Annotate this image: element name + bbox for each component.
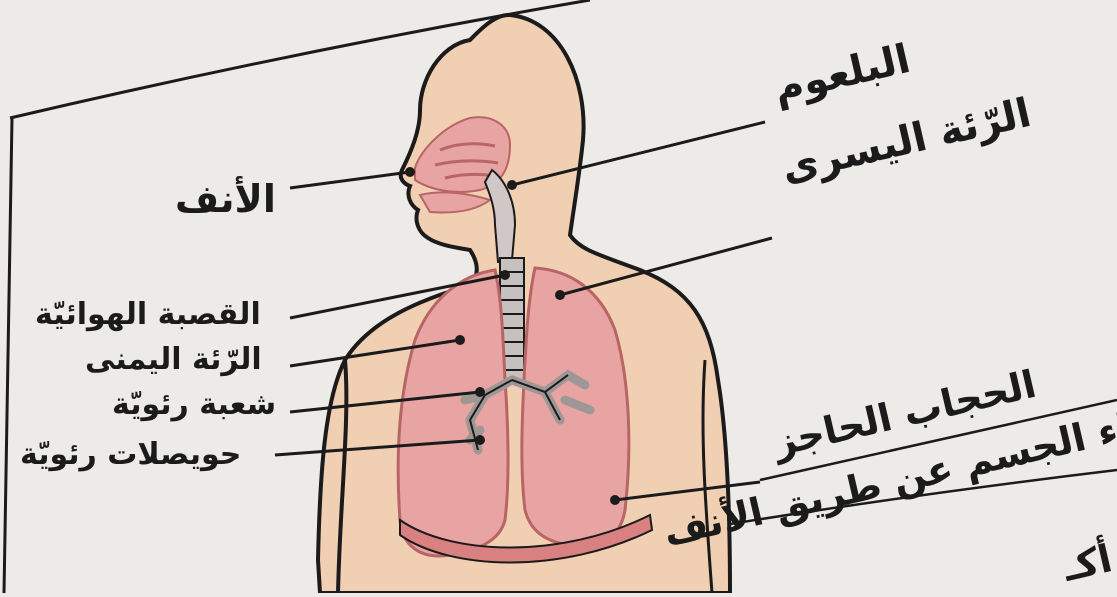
label-bronchus: شعبة رئويّة [112,390,276,420]
leader-nose [290,172,410,188]
label-right-lung: الرّئة اليمنى [85,345,262,375]
label-alveoli: حويصلات رئويّة [20,440,241,470]
frame-left-line [4,118,12,593]
label-nose: الأنف [175,180,276,218]
label-trachea: القصبة الهوائيّة [35,300,261,330]
page-text-line-2: أكـ [1060,539,1115,587]
